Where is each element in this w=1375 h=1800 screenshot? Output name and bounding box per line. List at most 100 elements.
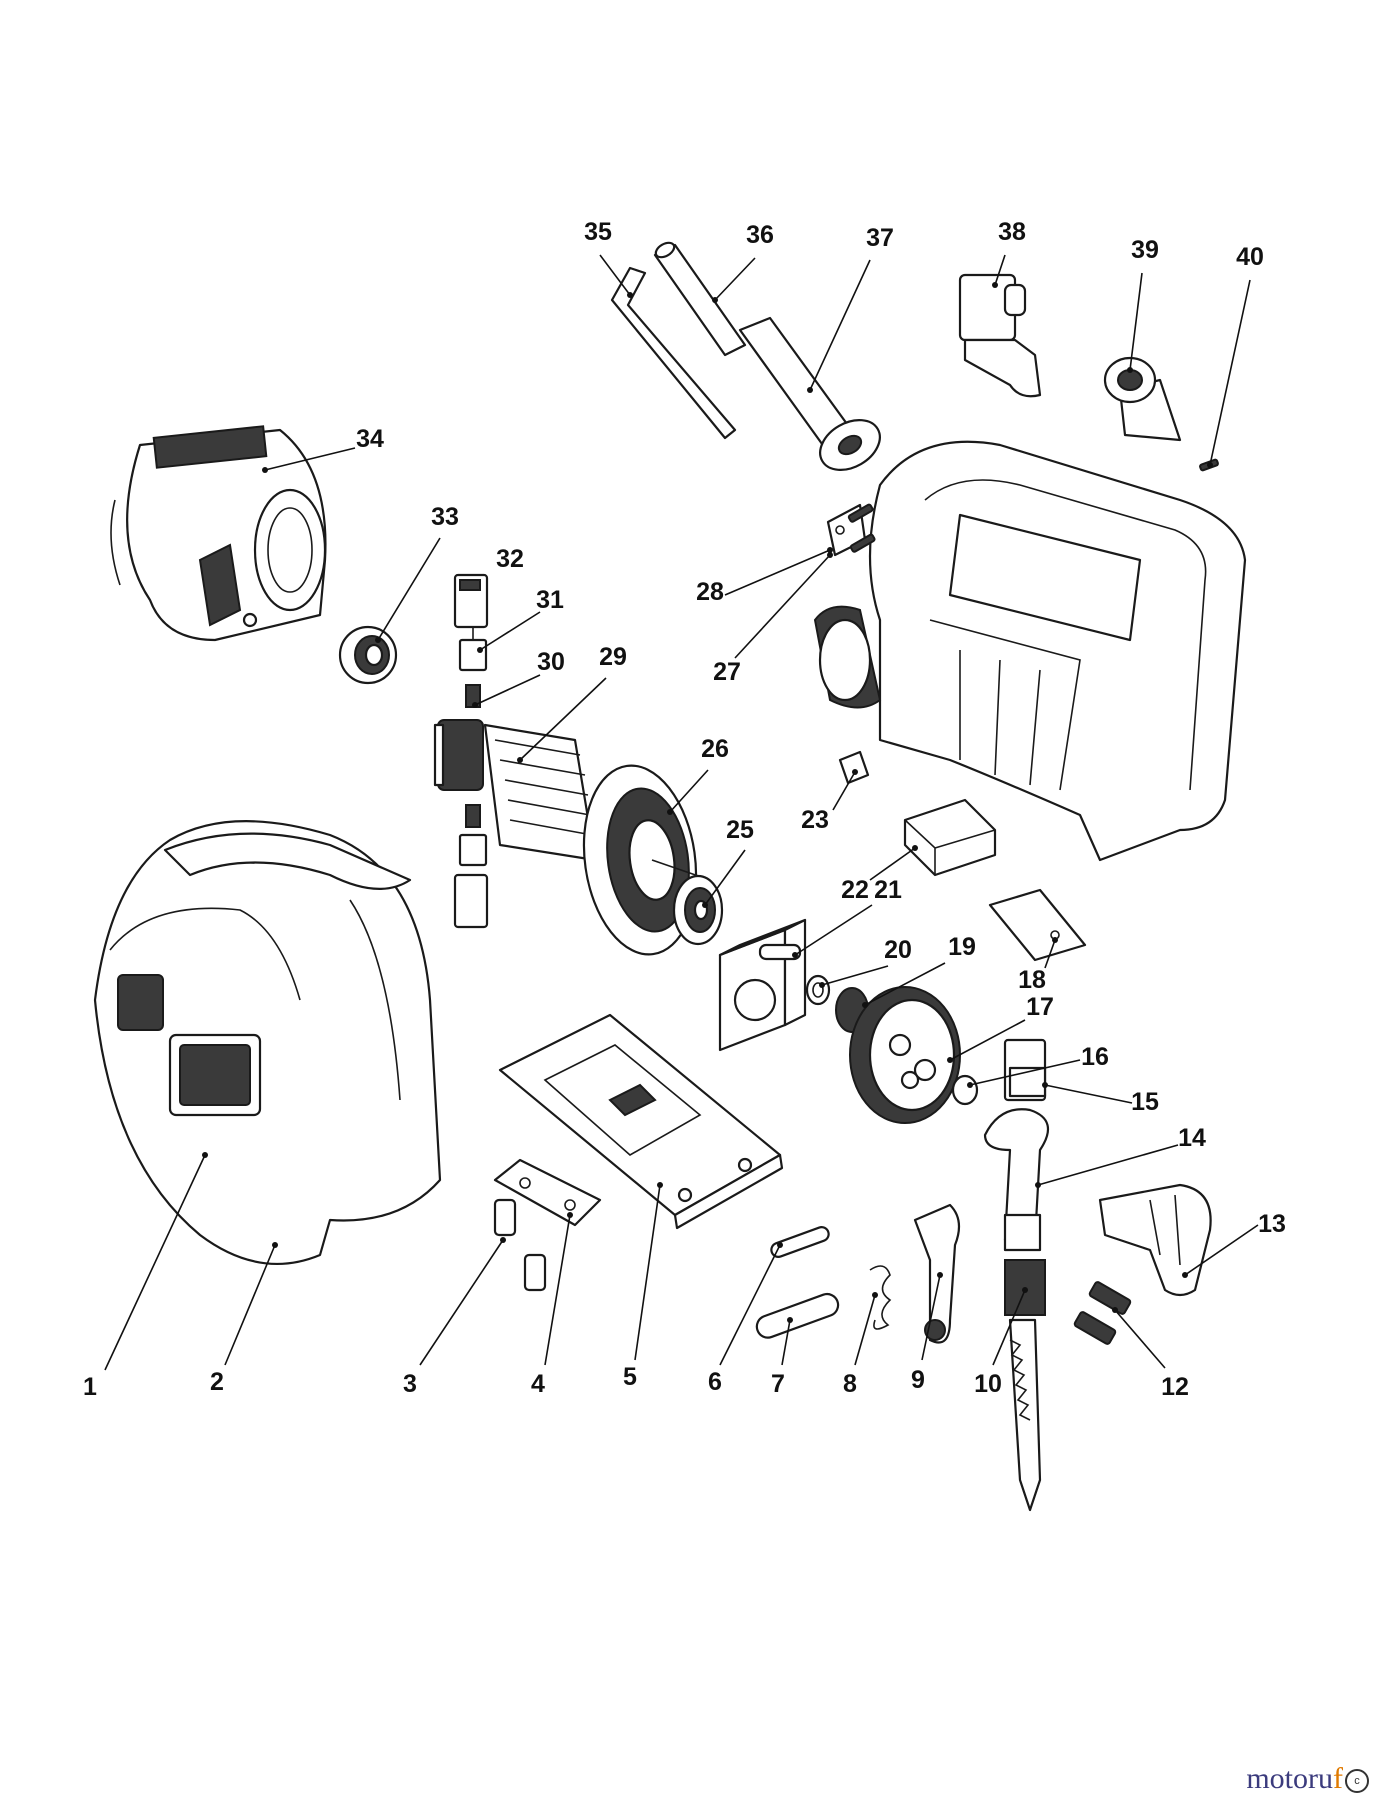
- callout-leader-19: [864, 962, 946, 1006]
- callout-dot-33: [375, 637, 381, 643]
- part-33-bearing: [338, 625, 398, 685]
- callout-leader-31: [479, 611, 541, 651]
- callout-dot-20: [819, 982, 825, 988]
- part-39-knob: [1103, 356, 1182, 442]
- callout-number-33: 33: [431, 503, 459, 531]
- callout-dot-12: [1112, 1307, 1118, 1313]
- callout-number-31: 31: [536, 586, 564, 614]
- callout-leader-6: [719, 1244, 781, 1366]
- callout-dot-23: [852, 769, 858, 775]
- callout-leader-21: [794, 904, 873, 956]
- callout-dot-29: [517, 757, 523, 763]
- part-12-screws: [1073, 1281, 1132, 1345]
- part-4-plate: [493, 1158, 602, 1227]
- callout-dot-21: [792, 952, 798, 958]
- callout-dot-14: [1035, 1182, 1041, 1188]
- callout-leader-8: [854, 1294, 876, 1366]
- part-18-plate: [988, 888, 1087, 962]
- callout-leader-28: [724, 549, 831, 596]
- callout-number-35: 35: [584, 218, 612, 246]
- callout-dot-36: [712, 297, 718, 303]
- callout-number-13: 13: [1258, 1210, 1286, 1238]
- callout-dot-6: [777, 1242, 783, 1248]
- callout-dot-5: [657, 1182, 663, 1188]
- part-9-lever: [913, 1203, 961, 1344]
- callout-dot-37: [807, 387, 813, 393]
- callout-leader-22: [869, 847, 916, 881]
- part-32-brush-holder: [453, 573, 489, 629]
- callout-dot-13: [1182, 1272, 1188, 1278]
- callout-leader-39: [1129, 272, 1143, 371]
- callout-dot-7: [787, 1317, 793, 1323]
- part-21-bearing-plate: [718, 918, 807, 1052]
- watermark-text-1: motoru: [1246, 1762, 1333, 1795]
- callout-number-32: 32: [496, 545, 524, 573]
- callout-number-28: 28: [696, 578, 724, 606]
- part-38-switch: [958, 273, 1042, 398]
- callout-dot-38: [992, 282, 998, 288]
- callout-number-19: 19: [948, 933, 976, 961]
- part-8-spring: [869, 1265, 892, 1330]
- callout-dot-26: [667, 809, 673, 815]
- part-29-armature: [433, 719, 597, 862]
- callout-leader-25: [704, 849, 746, 906]
- callout-leader-37: [809, 259, 871, 391]
- part-16-bushing: [951, 1074, 979, 1106]
- callout-dot-17: [947, 1057, 953, 1063]
- callout-leader-30: [474, 674, 541, 706]
- callout-number-5: 5: [623, 1363, 637, 1391]
- callout-number-30: 30: [537, 648, 565, 676]
- callout-number-7: 7: [771, 1370, 785, 1398]
- callout-number-36: 36: [746, 221, 774, 249]
- watermark-text-2: f: [1333, 1762, 1343, 1795]
- callout-leader-40: [1209, 279, 1251, 466]
- part-14-plunger: [983, 1108, 1050, 1252]
- callout-number-6: 6: [708, 1368, 722, 1396]
- callout-leader-12: [1114, 1309, 1166, 1369]
- part-brush-lower: [453, 804, 489, 929]
- callout-dot-2: [272, 1242, 278, 1248]
- callout-leader-36: [714, 257, 756, 301]
- part-5-base-plate: [498, 1013, 784, 1230]
- callout-number-17: 17: [1026, 993, 1054, 1021]
- callout-dot-31: [477, 647, 483, 653]
- part-37-bushing: [738, 316, 881, 471]
- part-22-capacitor: [903, 798, 997, 877]
- callout-dot-1: [202, 1152, 208, 1158]
- callout-number-21: 21: [874, 876, 902, 904]
- callout-number-2: 2: [210, 1368, 224, 1396]
- callout-dot-15: [1042, 1082, 1048, 1088]
- part-25-bearing: [672, 874, 724, 946]
- callout-dot-39: [1127, 367, 1133, 373]
- callout-dot-3: [500, 1237, 506, 1243]
- callout-number-38: 38: [998, 218, 1026, 246]
- callout-leader-20: [821, 965, 889, 986]
- callout-dot-28: [827, 547, 833, 553]
- callout-leader-14: [1037, 1144, 1179, 1186]
- callout-number-22: 22: [841, 876, 869, 904]
- watermark-mark: c: [1345, 1769, 1369, 1794]
- part-13-guard: [1098, 1183, 1212, 1297]
- part-27-screws: [847, 503, 876, 553]
- part-7-pin: [755, 1292, 840, 1339]
- part-1-housing-left: [93, 820, 442, 1265]
- callout-leader-23: [832, 771, 856, 811]
- housing-right: [813, 440, 1247, 862]
- part-6-pin: [770, 1226, 830, 1258]
- callout-number-26: 26: [701, 735, 729, 763]
- callout-dot-4: [567, 1212, 573, 1218]
- callout-number-18: 18: [1018, 966, 1046, 994]
- callout-leader-27: [734, 554, 831, 659]
- callout-leader-38: [994, 254, 1006, 286]
- part-10-blade-clamp: [1004, 1259, 1046, 1512]
- callout-leader-10: [992, 1289, 1026, 1366]
- callout-dot-22: [912, 845, 918, 851]
- callout-number-15: 15: [1131, 1088, 1159, 1116]
- callout-leader-13: [1184, 1224, 1259, 1276]
- callout-dot-27: [827, 552, 833, 558]
- callout-leader-17: [949, 1019, 1026, 1061]
- callout-number-14: 14: [1178, 1124, 1206, 1152]
- callout-leader-35: [599, 254, 631, 296]
